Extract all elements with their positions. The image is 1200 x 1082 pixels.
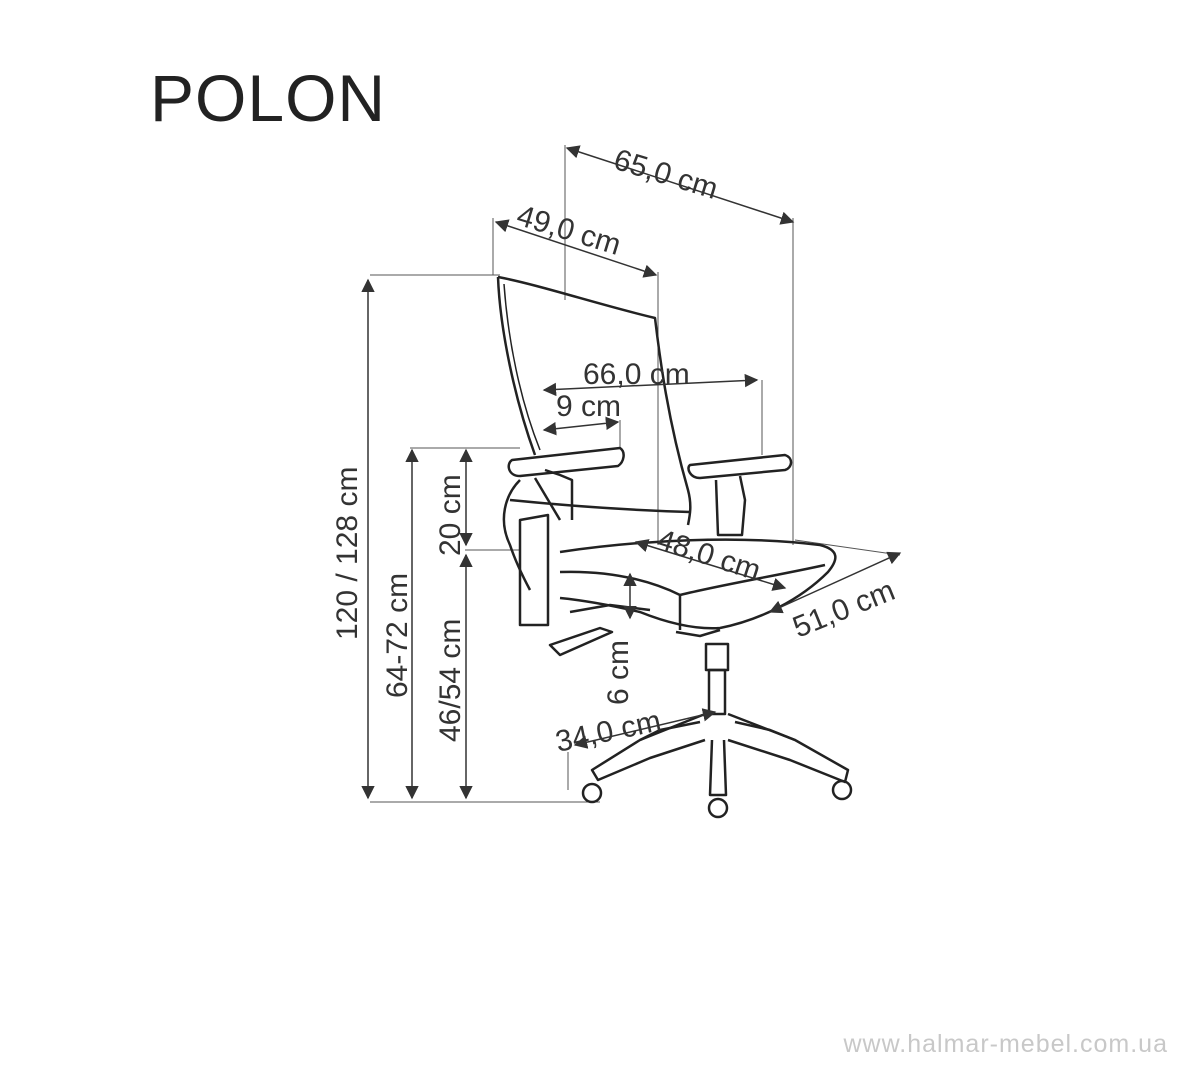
dim-armrest-above-seat: 20 cm bbox=[434, 474, 467, 556]
dim-overall-depth: 65,0 cm bbox=[610, 143, 722, 206]
dim-base-radius: 34,0 cm bbox=[553, 704, 664, 758]
dim-armrest-height: 64-72 cm bbox=[381, 573, 414, 698]
dim-total-height: 120 / 128 cm bbox=[331, 467, 364, 640]
dim-seat-height: 46/54 cm bbox=[434, 619, 467, 742]
dim-armrest-width: 9 cm bbox=[556, 390, 621, 423]
dim-seat-width: 48,0 cm bbox=[653, 523, 765, 587]
dimension-arrows bbox=[361, 145, 902, 800]
dim-seat-depth: 51,0 cm bbox=[788, 574, 899, 645]
dim-seat-thickness: 6 cm bbox=[602, 640, 635, 705]
watermark-url: www.halmar-mebel.com.ua bbox=[843, 1030, 1168, 1058]
product-title: POLON bbox=[150, 61, 387, 135]
dim-armrest-span: 66,0 cm bbox=[583, 358, 690, 391]
dim-backrest-width: 49,0 cm bbox=[513, 199, 625, 262]
